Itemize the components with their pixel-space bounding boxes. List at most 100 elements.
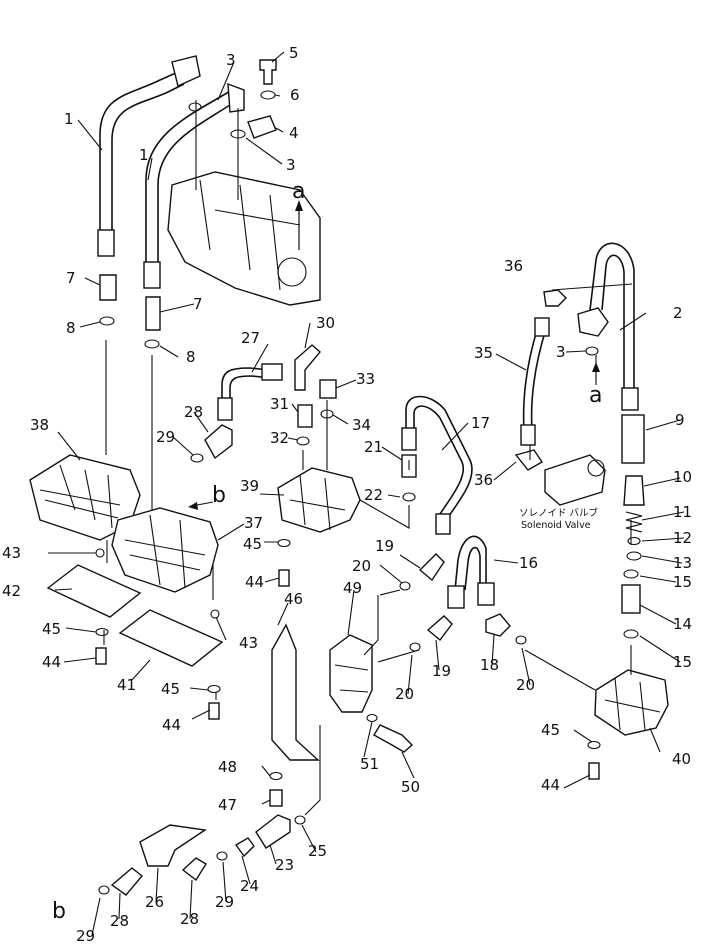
arrow-a-pump [295,200,303,250]
callout-17: 17 [471,414,490,432]
elbow-36-lower [514,449,543,471]
callout-48: 48 [218,758,237,776]
callout-labels: 1 1 2 3 3 3 4 5 6 7 7 8 8 9 10 11 12 13 … [2,44,692,944]
elbow-18 [485,613,511,637]
callout-36: 36 [474,471,493,489]
elbow-7-right [145,296,161,331]
callout-45: 45 [243,535,262,553]
callout-29: 29 [215,893,234,911]
callout-22: 22 [364,486,383,504]
control-valve-38 [29,454,141,541]
tube-27 [217,363,283,421]
washer-12 [627,536,641,546]
valve-49 [329,634,373,713]
elbow-19-lower [426,615,453,642]
bolt-50 [373,724,414,753]
callout-27: 27 [241,329,260,347]
oring-22 [402,492,416,502]
callout-20: 20 [395,685,414,703]
callout-25: 25 [308,842,327,860]
arrow-a-hose2 [592,362,600,385]
washer-51 [366,713,378,723]
callout-46: 46 [284,590,303,608]
bolt-44-a [95,647,107,665]
plug-33 [319,379,337,399]
callout-4: 4 [289,124,299,142]
callout-12: 12 [673,529,692,547]
callout-6: 6 [290,86,300,104]
bolt-44-d [588,762,600,780]
callout-11: 11 [673,503,692,521]
callout-21: 21 [364,438,383,456]
bolt-5 [259,59,277,85]
callout-2: 2 [673,304,683,322]
callout-29: 29 [156,428,175,446]
leader-lines [48,51,685,936]
callout-31: 31 [270,395,289,413]
nut-43-left [95,548,105,558]
oring-29-upper [190,453,204,463]
oring-20-a [399,581,411,591]
callout-5: 5 [289,44,299,62]
oring-8-left [99,316,115,326]
elbow-19-upper [418,553,445,582]
elbow-28-lower-left [110,867,143,896]
callout-47: 47 [218,796,237,814]
callout-3: 3 [556,343,566,361]
oring-25 [294,815,306,825]
callout-44: 44 [162,716,181,734]
callout-26: 26 [145,893,164,911]
callout-44: 44 [42,653,61,671]
callout-49: 49 [343,579,362,597]
oring-3-right [585,346,599,356]
fitting-23 [255,814,291,849]
bolt-44-b [208,702,220,720]
bolt-47 [269,789,283,807]
oring-3-top [188,102,202,112]
oring-29-lower [98,885,110,895]
callout-41: 41 [117,676,136,694]
fitting-14 [621,584,641,614]
elbow-7-left [99,274,117,301]
callout-35: 35 [474,344,493,362]
callout-13: 13 [673,554,692,572]
elbow-30 [294,344,321,391]
plate-42 [46,564,142,618]
oring-32 [296,436,310,446]
hose-35 [520,317,550,446]
callout-37: 37 [244,514,263,532]
solenoid-valve-body [544,454,606,506]
control-valve-37 [111,507,219,593]
marker-b-bottom: b [52,899,66,924]
spring-11 [625,511,643,533]
spool-10 [623,475,645,506]
callout-7: 7 [193,295,203,313]
solenoid-jp-caption: ソレノイド バルブ [519,507,599,519]
elbow-28-lower-right [181,857,207,882]
callout-50: 50 [401,778,420,796]
callout-32: 32 [270,429,289,447]
callout-1: 1 [139,146,149,164]
tube-16 [447,535,495,609]
callout-20: 20 [352,557,371,575]
sleeve-9 [621,414,645,464]
oring-8-right [144,339,160,349]
hose-1-right [143,82,245,289]
elbow-36-upper [543,289,567,307]
bolt-44-c [278,569,290,587]
washer-13 [626,551,642,561]
callout-43: 43 [2,544,21,562]
washer-45-a [95,627,109,637]
leader-b-valve37 [188,501,214,510]
callout-20: 20 [516,676,535,694]
callout-19: 19 [375,537,394,555]
marker-a-pump: a [292,179,305,204]
callout-3: 3 [226,51,236,69]
callout-3: 3 [286,156,296,174]
marker-b-valve: b [212,483,226,508]
oring-20-c [515,635,527,645]
marker-a-hose: a [589,383,602,408]
callout-8: 8 [186,348,196,366]
callout-45: 45 [161,680,180,698]
